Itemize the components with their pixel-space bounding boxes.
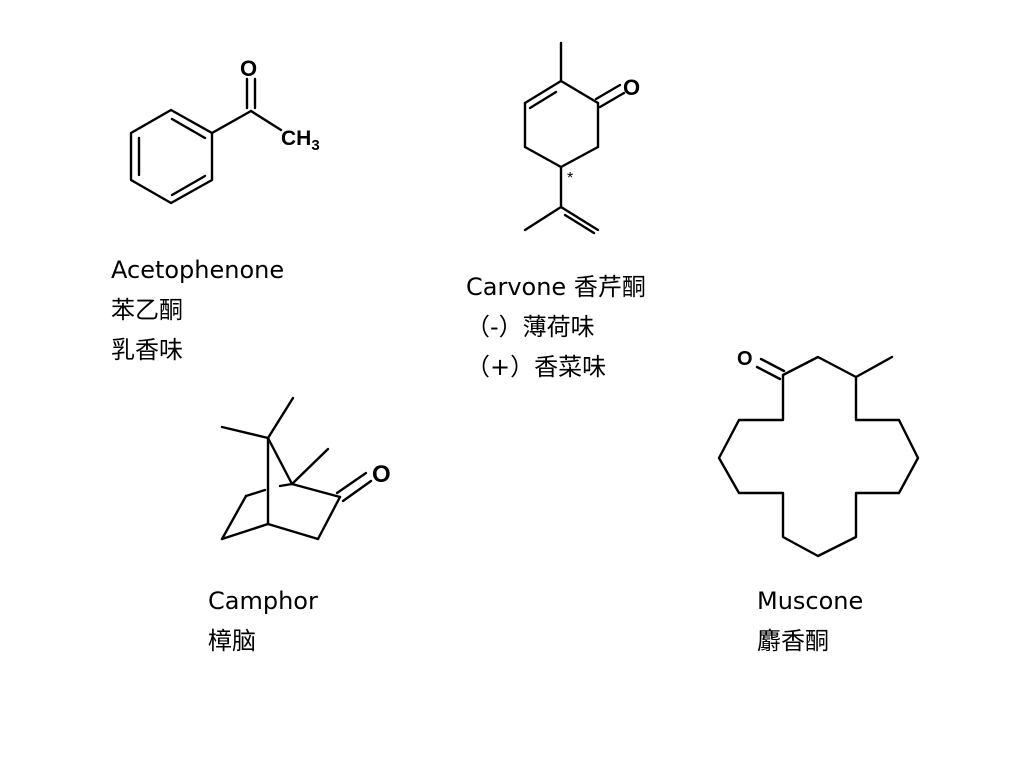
camphor-oxygen-label: O — [372, 461, 391, 488]
camphor-methyl-bond — [220, 425, 270, 440]
acetophenone-ring-carbonyl-bond — [210, 109, 253, 135]
camphor-bridge-bond — [266, 436, 294, 486]
muscone-name: Muscone — [757, 587, 864, 615]
carvone-ring-bond — [523, 145, 563, 169]
carvone-ring-bond — [559, 79, 600, 105]
carvone-ring-double-bond — [528, 90, 558, 110]
carvone-isopropenyl-double-bond — [559, 205, 600, 232]
camphor-ring-bond — [266, 522, 320, 541]
acetophenone-methyl-bond — [249, 109, 283, 132]
acetophenone-chinese-name: 苯乙酮 — [111, 296, 183, 324]
acetophenone-odor: 乳香味 — [111, 336, 183, 364]
muscone-carbonyl-double-bond — [759, 357, 786, 373]
camphor-caption: Camphor 樟脑 — [208, 581, 318, 661]
carvone-name: Carvone 香芹酮 — [466, 273, 646, 301]
carvone-isopropenyl-double-bond — [563, 213, 596, 235]
acetophenone-ring-double-bond — [170, 174, 207, 197]
carvone-ring-double-bond — [523, 79, 563, 105]
camphor-carbonyl-double-bond — [341, 479, 373, 503]
carvone-oxygen-label: O — [623, 75, 640, 100]
muscone-carbonyl-double-bond — [755, 365, 782, 381]
camphor-ring-bond — [278, 482, 294, 488]
muscone-oxygen-label: O — [737, 348, 753, 370]
carvone-stereo-mark: * — [567, 170, 573, 187]
camphor-ring-bond — [244, 488, 267, 498]
camphor-ring-bond — [316, 495, 342, 541]
camphor-ring-bond — [220, 494, 248, 541]
acetophenone-methyl-subscript: 3 — [311, 137, 319, 154]
acetophenone-oxygen-label: O — [240, 56, 257, 81]
carvone-isopropenyl-bond — [523, 205, 563, 232]
camphor-methyl-bond — [266, 396, 295, 440]
muscone-caption: Muscone 麝香酮 — [757, 581, 863, 661]
carvone-carbonyl-double-bond — [594, 83, 622, 101]
carvone-carbonyl-double-bond — [598, 91, 626, 109]
acetophenone-caption: Acetophenone 苯乙酮 乳香味 — [111, 250, 284, 370]
camphor-name: Camphor — [208, 587, 318, 615]
acetophenone-ring-double-bond — [170, 117, 207, 140]
muscone-macrocycle-ring — [717, 355, 920, 558]
camphor-ring-bond — [290, 482, 342, 499]
camphor-ring-bond — [220, 522, 270, 541]
acetophenone-methyl-label: CH3 — [281, 127, 320, 154]
carvone-caption: Carvone 香芹酮 （-）薄荷味 （+）香菜味 — [466, 267, 646, 387]
muscone-chinese-name: 麝香酮 — [757, 627, 829, 655]
muscone-methyl-bond — [854, 355, 894, 379]
acetophenone-name: Acetophenone — [111, 256, 285, 284]
camphor-chinese-name: 樟脑 — [208, 627, 256, 655]
camphor-carbonyl-double-bond — [335, 471, 368, 495]
camphor-methyl-bond — [290, 447, 330, 486]
carvone-ring-bond — [559, 145, 600, 169]
carvone-minus-odor: （-）薄荷味 — [466, 313, 595, 341]
carvone-plus-odor: （+）香菜味 — [466, 353, 607, 381]
